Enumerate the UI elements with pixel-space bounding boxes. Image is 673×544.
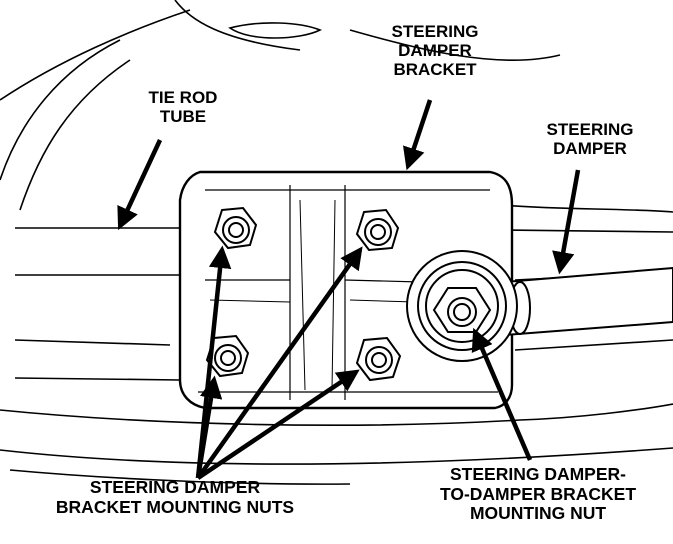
label-line: TIE ROD [148, 88, 218, 107]
label-line: DAMPER [553, 139, 627, 159]
damper-to-bracket-mounting-nut [432, 287, 492, 333]
label-damper-to-bracket-mounting-nut: STEERING DAMPER- TO-DAMPER BRACKET MOUNT… [408, 464, 668, 524]
bracket-mounting-nut-top-right [355, 208, 400, 252]
label-line: BRACKET MOUNTING NUTS [55, 496, 295, 517]
label-line: STEERING DAMPER [89, 477, 261, 497]
label-line: STEERING [391, 22, 479, 41]
label-line: BRACKET [393, 60, 477, 80]
label-steering-damper-bracket: STEERING DAMPER BRACKET [370, 22, 500, 79]
label-steering-damper: STEERING DAMPER [530, 120, 650, 158]
bracket-mounting-nut-bottom-left [205, 334, 250, 378]
label-line: TUBE [159, 107, 207, 127]
label-line: MOUNTING NUT [469, 503, 607, 524]
leader-arrows [117, 99, 581, 480]
bracket-mounting-nut-bottom-right [355, 336, 402, 382]
bracket-mounting-nut-top-left [213, 206, 258, 250]
label-line: DAMPER [398, 41, 472, 61]
label-line: STEERING [546, 120, 634, 139]
label-tie-rod-tube: TIE ROD TUBE [128, 88, 238, 126]
label-line: TO-DAMPER BRACKET [439, 483, 637, 504]
label-bracket-mounting-nuts: STEERING DAMPER BRACKET MOUNTING NUTS [30, 477, 320, 517]
label-line: STEERING DAMPER- [450, 464, 626, 484]
